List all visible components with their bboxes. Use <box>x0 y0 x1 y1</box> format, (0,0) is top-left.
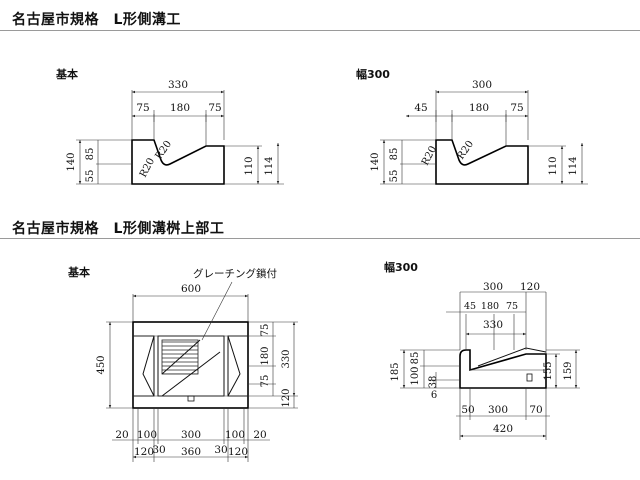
d2-width-b: 180 <box>469 102 489 114</box>
d4-left-38: 38 <box>428 376 439 389</box>
d1-height-total: 140 <box>66 152 77 171</box>
diagram1-l-gutter-basic: 330 75 180 75 140 85 55 R20 R20 110 114 <box>66 79 284 185</box>
section1-title: 名古屋市規格 L形側溝工 <box>12 12 181 28</box>
d3-right-120: 120 <box>281 388 292 407</box>
d3-bottom-300: 300 <box>181 429 201 441</box>
d2-radius-2: R20 <box>455 139 476 162</box>
d3-bottom-120a: 120 <box>134 446 154 458</box>
d1-section-outline <box>131 139 225 185</box>
d2-width-c: 75 <box>510 102 523 114</box>
d3-right-330: 330 <box>281 349 292 368</box>
d3-height-450: 450 <box>96 355 107 374</box>
d4-left-6: 6 <box>431 390 437 401</box>
d1-radius-1: R20 <box>138 156 157 179</box>
d2-width-a: 45 <box>414 102 427 114</box>
d1-width-b: 180 <box>170 102 190 114</box>
d4-bottom-300: 300 <box>488 404 508 416</box>
d3-bottom-30b: 30 <box>214 444 227 456</box>
diagram1-label: 基本 <box>56 68 78 81</box>
d2-height-total: 140 <box>370 152 381 171</box>
d1-radius-2: R20 <box>153 139 174 162</box>
section2-divider <box>0 238 640 239</box>
d1-width-a: 75 <box>136 102 149 114</box>
d4-top-300: 300 <box>483 281 503 293</box>
d4-right-155: 155 <box>543 361 554 380</box>
d4-bottom-70: 70 <box>529 404 542 416</box>
d1-height-lower: 55 <box>85 170 96 183</box>
d2-width-total: 300 <box>472 79 492 91</box>
d4-mid-330: 330 <box>483 319 503 331</box>
d3-bottom-20b: 20 <box>253 429 266 441</box>
d2-side-114: 114 <box>568 156 579 175</box>
d4-top-120: 120 <box>520 281 540 293</box>
section1-divider <box>0 30 640 31</box>
d4-left-185: 185 <box>390 362 401 381</box>
d3-right-75b: 75 <box>260 375 271 388</box>
d3-bottom-100b: 100 <box>225 429 245 441</box>
section2-title: 名古屋市規格 L形側溝桝上部工 <box>12 221 225 237</box>
d4-bottom-50: 50 <box>461 404 474 416</box>
d3-right-75a: 75 <box>260 324 271 337</box>
d4-left-100: 100 <box>410 366 421 385</box>
diagram3-label: 基本 <box>68 266 90 279</box>
d2-side-110: 110 <box>548 156 559 175</box>
d3-bottom-360: 360 <box>181 446 201 458</box>
d4-right-159: 159 <box>563 361 574 380</box>
d3-bottom-120b: 120 <box>228 446 248 458</box>
diagram2-label: 幅300 <box>356 68 390 81</box>
d2-section-outline <box>435 139 529 185</box>
diagram2-l-gutter-300: 300 45 180 75 140 85 55 R20 R20 110 114 <box>370 79 588 185</box>
diagram3-inlet-plan: グレーチング鎖付 600 450 75 180 75 120 330 20 10… <box>96 267 298 462</box>
d3-bottom-30a: 30 <box>152 444 165 456</box>
d3-outer-outline <box>132 321 249 409</box>
d3-bottom-20a: 20 <box>115 429 128 441</box>
d4-mid-180: 180 <box>481 301 499 312</box>
d3-right-180: 180 <box>260 346 271 365</box>
d1-side-110: 110 <box>244 156 255 175</box>
diagram4-inlet-300: 300 120 45 180 75 330 185 100 85 38 6 15… <box>390 281 580 440</box>
d1-width-c: 75 <box>208 102 221 114</box>
d2-height-upper: 85 <box>389 148 400 161</box>
d3-width-600: 600 <box>181 283 201 295</box>
d4-mid-75: 75 <box>506 301 518 312</box>
d2-height-lower: 55 <box>389 170 400 183</box>
d4-bottom-420: 420 <box>493 423 513 435</box>
d1-width-total: 330 <box>168 79 188 91</box>
d4-section-outline <box>459 349 547 389</box>
d3-bottom-100a: 100 <box>137 429 157 441</box>
d3-grating-label: グレーチング鎖付 <box>193 267 277 280</box>
d1-height-upper: 85 <box>85 148 96 161</box>
d4-mid-45: 45 <box>464 301 476 312</box>
diagram4-label: 幅300 <box>384 261 418 274</box>
d1-side-114: 114 <box>264 156 275 175</box>
d4-left-85: 85 <box>410 352 421 365</box>
